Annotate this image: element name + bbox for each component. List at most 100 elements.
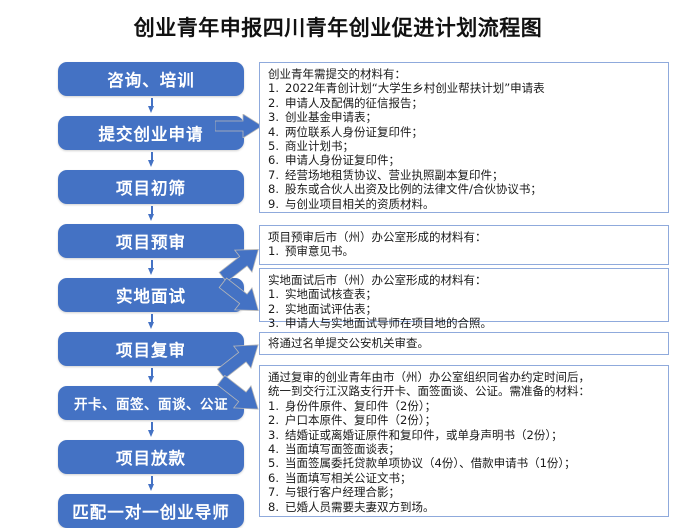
down-arrow-icon-3 [148, 206, 155, 222]
down-arrow-icon-7 [148, 422, 155, 438]
list-item-number: 6. [268, 470, 279, 485]
info-panel-police-review: 将通过名单提交公安机关审查。 [259, 332, 669, 355]
list-item-text: 股东或合伙人出资及比例的法律文件/合伙协议书； [285, 182, 542, 197]
list-item-number: 1. [268, 398, 279, 413]
flow-step-loan-disbursement[interactable]: 项目放款 [58, 440, 244, 474]
panel-item-list: 1.预审意见书。 [268, 244, 661, 258]
flow-step-label: 开卡、面签、面谈、公证 [74, 397, 228, 413]
list-item-text: 实地面试核查表； [285, 287, 377, 302]
list-item-text: 当面签属委托贷款单项协议（4份）、借款申请书（1份）； [285, 456, 576, 471]
list-item: 2.户口本原件、复印件（2份）； [268, 413, 661, 427]
panel-heading: 创业青年需提交的材料有： [268, 67, 406, 81]
down-arrow-icon-4 [148, 260, 155, 276]
list-item-text: 身份件原件、复印件（2份）； [285, 398, 437, 413]
list-item-text: 创业基金申请表； [285, 110, 377, 125]
down-arrow-icon-2 [148, 152, 155, 168]
list-item: 2.申请人及配偶的征信报告； [268, 96, 661, 110]
flow-step-label: 项目初筛 [116, 179, 186, 198]
list-item-text: 与银行客户经理合影； [285, 485, 400, 500]
arrow-up-to-pre-review [216, 241, 266, 285]
flow-step-label: 提交创业申请 [98, 125, 204, 144]
panel-item-list: 1. 身份件原件、复印件（2份）； 2.户口本原件、复印件（2份）； 3. 结婚证或… [268, 399, 661, 514]
panel-heading: 将通过名单提交公安机关审查。 [268, 336, 429, 351]
info-panel-bank-card-materials: 通过复审的创业青年由市（州）办公室组织同省办约定时间后， 统一到交行江汉路支行开… [259, 365, 669, 517]
flow-step-label: 实地面试 [116, 287, 186, 306]
down-arrow-icon-1 [148, 98, 155, 114]
list-item-number: 1. [268, 81, 279, 96]
list-item: 8. 已婚人员需要夫妻双方到场。 [268, 500, 661, 514]
list-item: 7. 与银行客户经理合影； [268, 485, 661, 499]
list-item: 8. 股东或合伙人出资及比例的法律文件/合伙协议书； [268, 182, 661, 196]
list-item-number: 6. [268, 153, 279, 168]
panel-heading: 项目预审后市（州）办公室形成的材料有： [268, 230, 487, 244]
list-item: 1.预审意见书。 [268, 244, 661, 258]
down-arrow-icon-6 [148, 368, 155, 384]
list-item-text: 结婚证或离婚证原件和复印件，或单身声明书（2份）； [285, 427, 563, 442]
arrow-submit-to-materials [215, 114, 263, 138]
list-item-text: 户口本原件、复印件（2份）； [285, 413, 437, 428]
list-item-text: 申请人身份证复印件； [285, 153, 400, 168]
flow-step-pre-review[interactable]: 项目预审 [58, 224, 244, 258]
list-item-text: 两位联系人身份证复印件； [285, 124, 423, 139]
info-panel-materials-to-submit: 创业青年需提交的材料有： 1. 2022年青创计划“大学生乡村创业帮扶计划”申请表… [259, 62, 669, 213]
list-item: 3. 创业基金申请表； [268, 110, 661, 124]
info-panel-onsite-interview-materials: 实地面试后市（州）办公室形成的材料有： 1. 实地面试核查表； 2. 实地面试评估表… [259, 268, 669, 330]
list-item-number: 3. [268, 427, 279, 442]
flow-step-initial-screening[interactable]: 项目初筛 [58, 170, 244, 204]
list-item: 1. 实地面试核查表； [268, 287, 661, 301]
list-item-number: 3. [268, 316, 279, 331]
list-item-text: 2022年青创计划“大学生乡村创业帮扶计划”申请表 [285, 81, 545, 96]
flow-step-consult-training[interactable]: 咨询、培训 [58, 62, 244, 96]
panel-paragraph-line-2: 统一到交行江汉路支行开卡、面签面谈、公证。需准备的材料： [268, 384, 590, 399]
list-item-text: 与创业项目相关的资质材料。 [285, 196, 435, 211]
list-item: 7.经营场地租赁协议、营业执照副本复印件； [268, 168, 661, 182]
panel-paragraph-line-1: 通过复审的创业青年由市（州）办公室组织同省办约定时间后， [268, 370, 590, 384]
flow-step-label: 匹配一对一创业导师 [72, 503, 230, 522]
list-item-number: 5. [268, 139, 279, 154]
list-item-number: 3. [268, 110, 279, 125]
list-item-number: 2. [268, 95, 279, 110]
list-item-text: 已婚人员需要夫妻双方到场。 [285, 499, 435, 514]
list-item: 2. 实地面试评估表； [268, 302, 661, 316]
panel-item-list: 1. 2022年青创计划“大学生乡村创业帮扶计划”申请表 2.申请人及配偶的征信报… [268, 81, 661, 211]
list-item-number: 8. [268, 182, 279, 197]
list-item-number: 8. [268, 499, 279, 514]
list-item: 1. 2022年青创计划“大学生乡村创业帮扶计划”申请表 [268, 81, 661, 95]
list-item-text: 申请人与实地面试导师在项目地的合照。 [285, 316, 492, 331]
flow-step-match-mentor[interactable]: 匹配一对一创业导师 [58, 494, 244, 528]
list-item-number: 4. [268, 442, 279, 457]
flow-step-second-review[interactable]: 项目复审 [58, 332, 244, 366]
down-arrow-icon-8 [148, 476, 155, 492]
page-title: 创业青年申报四川青年创业促进计划流程图 [133, 16, 543, 40]
list-item-number: 2. [268, 301, 279, 316]
list-item: 6. 当面填写相关公证文书； [268, 471, 661, 485]
flow-step-label: 咨询、培训 [107, 71, 195, 90]
panel-heading: 实地面试后市（州）办公室形成的材料有： [268, 273, 487, 287]
flow-step-onsite-interview[interactable]: 实地面试 [58, 278, 244, 312]
list-item: 4. 当面填写面签面谈表； [268, 442, 661, 456]
list-item-number: 4. [268, 124, 279, 139]
list-item-number: 5. [268, 456, 279, 471]
flow-step-label: 项目预审 [116, 233, 186, 252]
list-item: 6. 申请人身份证复印件； [268, 153, 661, 167]
list-item-number: 7. [268, 485, 279, 500]
list-item: 1. 身份件原件、复印件（2份）； [268, 399, 661, 413]
panel-item-list: 1. 实地面试核查表； 2. 实地面试评估表； 3. 申请人与实地面试导师在项目地的合… [268, 287, 661, 330]
arrow-up-to-police [214, 336, 266, 382]
list-item-number: 7. [268, 167, 279, 182]
list-item-text: 当面填写面签面谈表； [285, 442, 400, 457]
flow-step-label: 项目放款 [116, 449, 186, 468]
flowchart-step-column: 咨询、培训 提交创业申请 项目初筛 项目预审 实地面试 项目复审 开卡、面签、面… [58, 62, 244, 528]
list-item-text: 实地面试评估表； [285, 301, 377, 316]
list-item: 3. 结婚证或离婚证原件和复印件，或单身声明书（2份）； [268, 428, 661, 442]
list-item-text: 当面填写相关公证文书； [285, 470, 412, 485]
list-item: 5.商业计划书； [268, 139, 661, 153]
list-item: 4. 两位联系人身份证复印件； [268, 125, 661, 139]
list-item: 5. 当面签属委托贷款单项协议（4份）、借款申请书（1份）； [268, 456, 661, 470]
flow-step-card-signing-notarization[interactable]: 开卡、面签、面谈、公证 [58, 386, 244, 420]
info-panel-pre-review-materials: 项目预审后市（州）办公室形成的材料有： 1.预审意见书。 [259, 225, 669, 265]
flow-step-label: 项目复审 [116, 341, 186, 360]
list-item-number: 1. [268, 287, 279, 302]
flow-step-submit-application[interactable]: 提交创业申请 [58, 116, 244, 150]
list-item-number: 9. [268, 196, 279, 211]
